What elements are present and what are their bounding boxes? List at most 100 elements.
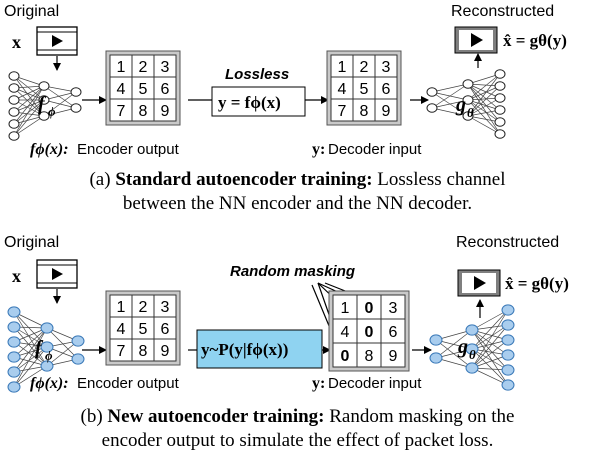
decoder-network	[429, 304, 515, 391]
network-node	[494, 81, 506, 91]
cell-value: 8	[365, 348, 374, 365]
network-node	[501, 304, 515, 316]
cell-value: 9	[389, 348, 398, 365]
network-edge	[471, 339, 509, 369]
cell-value: 5	[139, 321, 148, 338]
reconstruction-formula: x̂ = gθ(y)	[503, 31, 567, 50]
network-edge	[13, 99, 45, 117]
network-edge	[467, 73, 501, 85]
film-icon	[36, 26, 78, 56]
caption-b-rest: Random masking on the	[329, 406, 515, 427]
network-edge	[13, 75, 45, 101]
network-node	[501, 334, 515, 346]
network-edge	[46, 327, 79, 360]
original-label: Original	[4, 234, 59, 251]
network-edge	[471, 324, 509, 350]
input-symbol: x	[12, 32, 21, 52]
grid-cell	[356, 294, 382, 320]
network-edge	[431, 107, 469, 117]
network-node	[494, 117, 506, 127]
original-label: Original	[4, 3, 59, 20]
network-node	[40, 322, 54, 334]
cell-value: 4	[338, 81, 347, 98]
cell-value: 3	[382, 59, 391, 76]
network-node	[501, 319, 515, 331]
film-reconstructed-icon	[457, 269, 501, 297]
decoder-input-label: Decoder input	[328, 375, 422, 392]
network-edge	[13, 311, 48, 348]
cell-value: 1	[117, 299, 126, 316]
network-node	[70, 103, 82, 113]
encoder-subscript: ϕ	[48, 104, 56, 119]
network-node	[8, 71, 20, 81]
network-edge	[471, 309, 509, 331]
network-node	[8, 131, 20, 141]
channel-formula: y~P(y|fϕ(x))	[201, 340, 288, 359]
channel-title: Lossless	[225, 66, 289, 83]
network-edge	[471, 367, 509, 386]
encoder-symbol: f	[35, 337, 44, 359]
network-edge	[431, 83, 469, 109]
cell-value: 1	[117, 59, 126, 76]
network-node	[8, 119, 20, 129]
cell-value: 6	[389, 324, 398, 341]
network-edge	[435, 329, 473, 359]
network-edge	[471, 348, 509, 386]
network-node	[494, 105, 506, 115]
network-edge	[467, 99, 501, 123]
network-node	[462, 95, 474, 105]
network-node	[465, 343, 479, 355]
network-edge	[43, 107, 77, 117]
decoder-subscript: θ	[467, 105, 474, 120]
caption-b-bold: New autoencoder training:	[107, 406, 325, 427]
grid-cell	[374, 98, 398, 122]
network-edge	[431, 99, 469, 109]
network-edge	[471, 329, 509, 371]
network-edge	[467, 99, 501, 111]
network-node	[7, 306, 21, 318]
cell-value: 6	[382, 81, 391, 98]
cell-value: 3	[161, 299, 170, 316]
encoder-subscript: ϕ	[45, 348, 53, 363]
channel-box	[196, 329, 323, 369]
grid-cell	[153, 98, 177, 122]
reconstructed-label: Reconstructed	[456, 234, 559, 251]
network-node	[7, 351, 21, 363]
cell-value: 5	[360, 81, 369, 98]
caption-b: (b) New autoencoder training: Random mas…	[0, 405, 595, 453]
reconstructed-label: Reconstructed	[451, 3, 554, 20]
network-node	[40, 341, 54, 353]
network-node	[501, 379, 515, 391]
network-node	[8, 83, 20, 93]
network-node	[38, 111, 50, 121]
network-edge	[13, 327, 48, 373]
network-node	[494, 129, 506, 139]
network-node	[40, 360, 54, 372]
masking-title: Random masking	[230, 263, 355, 280]
network-node	[426, 103, 438, 113]
network-node	[7, 366, 21, 378]
cell-value: 1	[341, 300, 350, 317]
network-node	[501, 349, 515, 361]
network-edge	[13, 87, 45, 117]
network-node	[71, 353, 85, 365]
network-edge	[467, 83, 501, 111]
network-edge	[467, 83, 501, 135]
grid-cell	[356, 342, 382, 368]
network-edge	[13, 75, 45, 117]
input-symbol: x	[12, 266, 21, 286]
network-edge	[471, 309, 509, 350]
encoder-output-label: Encoder output	[77, 375, 180, 392]
cell-value: 9	[161, 343, 170, 360]
encoder-output-math: fϕ(x):	[30, 141, 69, 158]
network-node	[462, 79, 474, 89]
network-edge	[13, 365, 48, 388]
cell-value: 9	[161, 103, 170, 120]
cell-value: 6	[161, 81, 170, 98]
channel-box	[211, 86, 306, 117]
encoder-output-label: Encoder output	[77, 141, 180, 158]
cell-value: 7	[117, 343, 126, 360]
network-node	[462, 111, 474, 121]
grid-cell	[380, 342, 406, 368]
decoder-input-math: y:	[312, 141, 325, 158]
